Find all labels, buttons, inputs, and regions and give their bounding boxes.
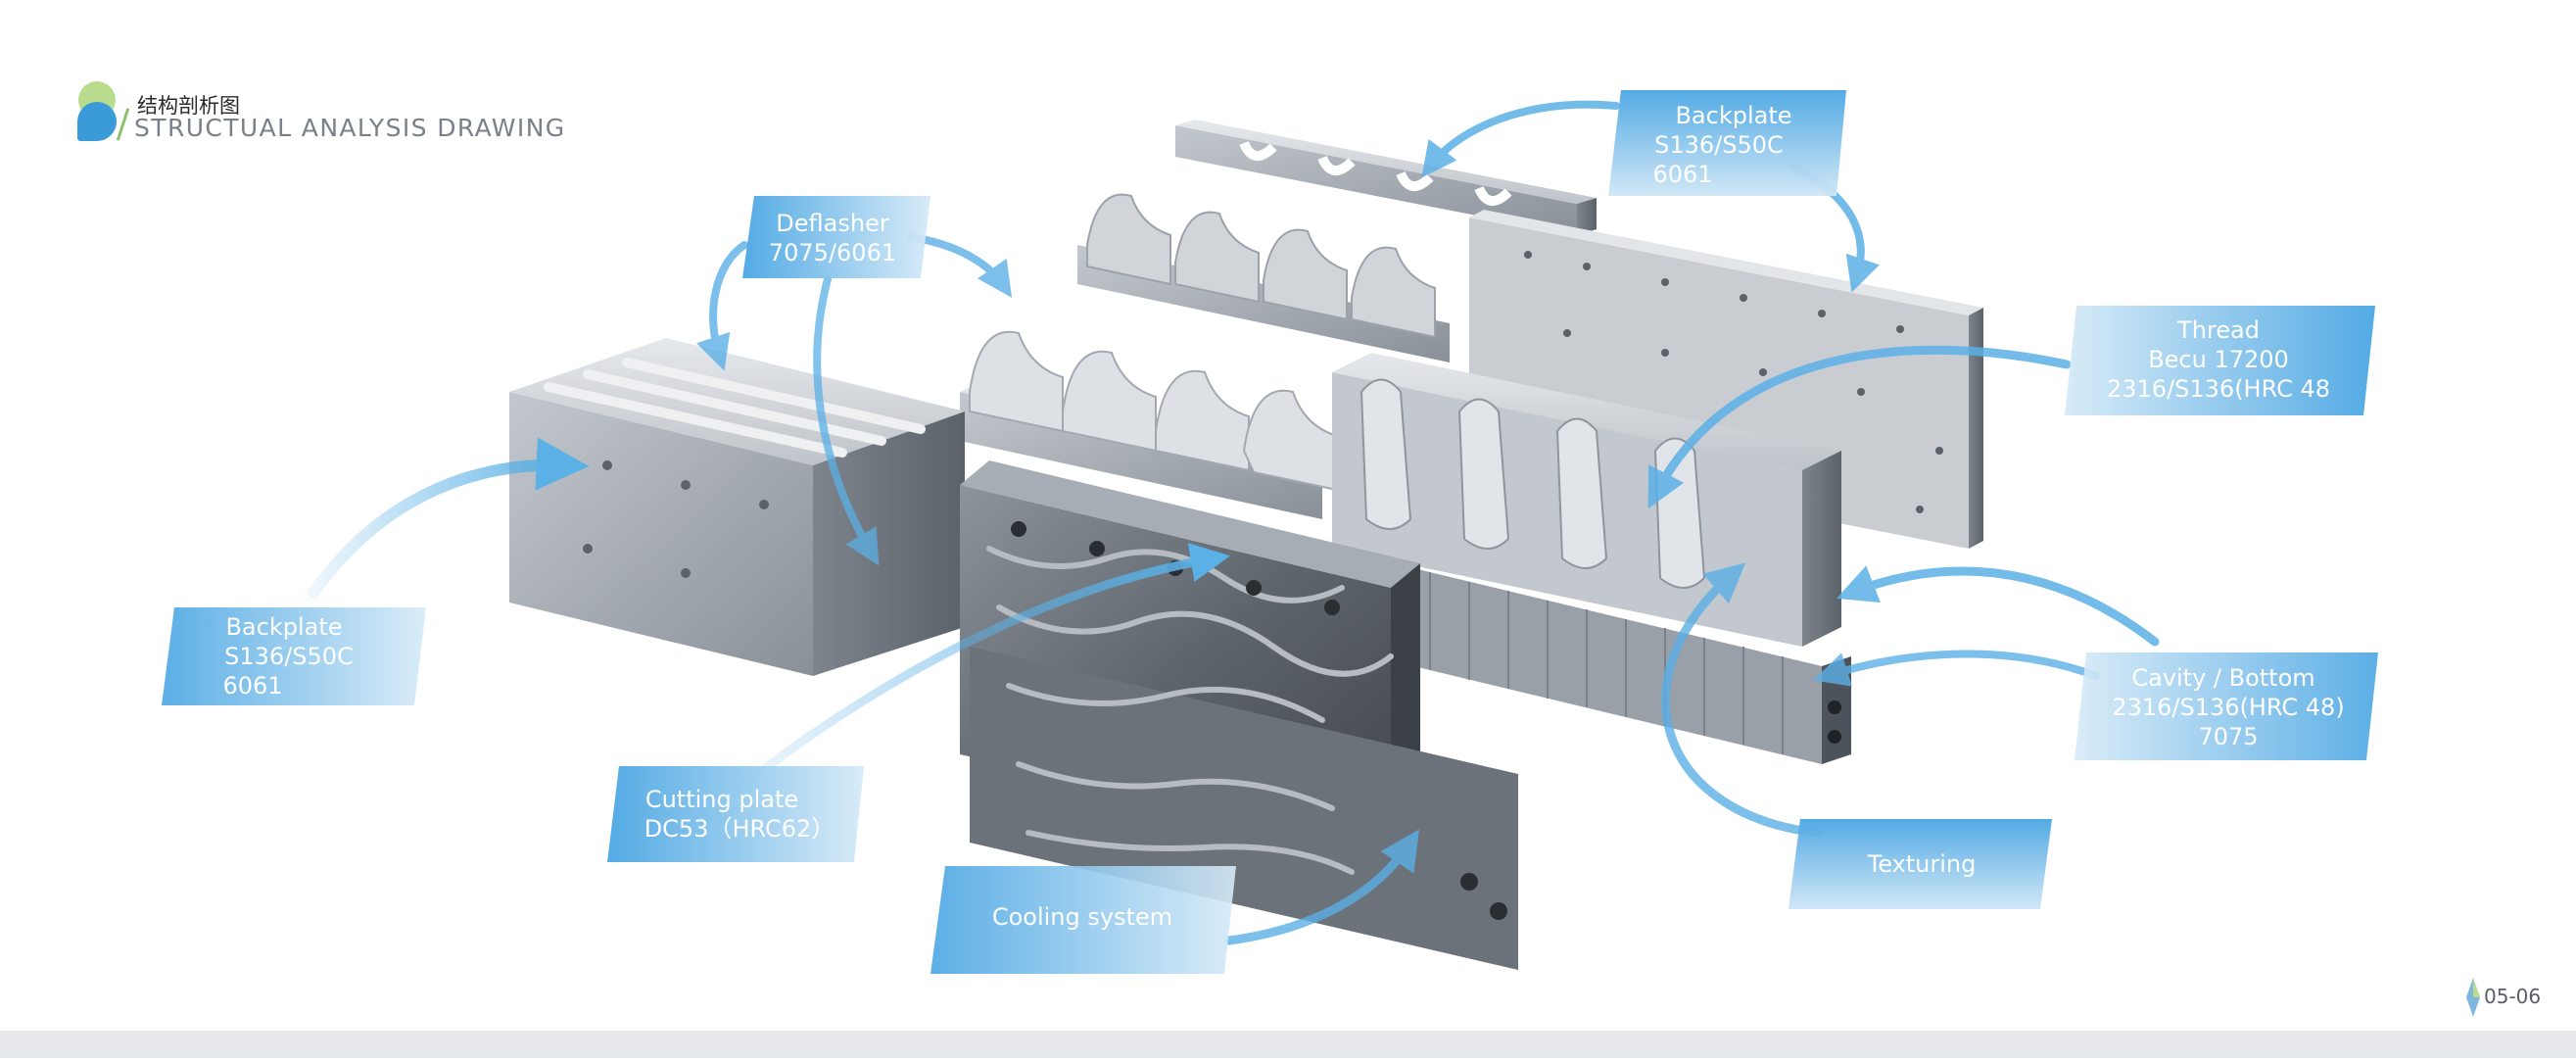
page-title-en: STRUCTUAL ANALYSIS DRAWING <box>134 114 566 142</box>
page-number: 05-06 <box>2484 985 2542 1008</box>
arrow-cavity-1 <box>1836 565 2160 647</box>
label-backplate-left: Backplate S136/S50C 6061 <box>162 607 426 705</box>
label-backplate-top: Backplate S136/S50C 6061 <box>1608 90 1846 196</box>
label-deflasher-line1: Deflasher <box>776 210 889 237</box>
arrow-cooling <box>1224 829 1419 945</box>
label-cavity-bottom-line3: 7075 <box>2198 723 2258 750</box>
arrow-texturing <box>1661 562 1822 838</box>
cooling-block <box>960 460 1518 970</box>
label-cutting-plate-line2: DC53（HRC62） <box>644 815 835 843</box>
top-backplate-bar <box>1175 120 1597 235</box>
arrow-cavity-2 <box>1813 650 2100 687</box>
deflasher-upper <box>1077 193 1450 362</box>
label-texturing-line1: Texturing <box>1867 850 1977 878</box>
label-backplate-top-line1: Backplate <box>1675 102 1791 129</box>
label-deflasher-line2: 7075/6061 <box>769 239 896 266</box>
labels: Backplate S136/S50C 6061 Deflasher 7075/… <box>162 90 2378 974</box>
page-marker-icon <box>2466 978 2480 1017</box>
label-cooling-system: Cooling system <box>930 866 1236 974</box>
label-backplate-left-line3: 6061 <box>222 672 282 700</box>
label-backplate-top-line2: S136/S50C <box>1654 131 1784 159</box>
label-deflasher: Deflasher 7075/6061 <box>742 196 930 278</box>
label-cooling-system-line1: Cooling system <box>992 903 1172 931</box>
deflasher-lower <box>960 330 1338 519</box>
arrow-cutting-plate <box>739 543 1230 789</box>
label-cutting-plate: Cutting plate DC53（HRC62） <box>607 766 864 862</box>
label-backplate-left-line2: S136/S50C <box>224 643 354 670</box>
logo-drop-icon <box>77 102 117 141</box>
arrow-backplate-left <box>308 437 590 599</box>
label-backplate-left-line1: Backplate <box>225 613 342 641</box>
page-title-cn: 结构剖析图 <box>137 94 240 118</box>
cavity-block <box>1332 353 1851 764</box>
label-thread-line1: Thread <box>2176 316 2260 344</box>
arrow-deflasher-right <box>907 233 1013 298</box>
arrow-backplate-top-left <box>1421 100 1620 178</box>
footer-band <box>0 1031 2576 1058</box>
label-cavity-bottom: Cavity / Bottom 2316/S136(HRC 48) 7075 <box>2075 652 2378 760</box>
left-frame <box>509 338 965 676</box>
arrow-deflasher-left <box>696 241 748 371</box>
arrow-thread <box>1647 345 2072 509</box>
arrow-deflasher-down <box>813 275 880 566</box>
label-thread: Thread Becu 17200 2316/S136(HRC 48 <box>2065 306 2375 415</box>
label-texturing: Texturing <box>1789 819 2052 909</box>
label-thread-line3: 2316/S136(HRC 48 <box>2107 375 2330 403</box>
label-thread-line2: Becu 17200 <box>2148 346 2289 373</box>
label-cavity-bottom-line2: 2316/S136(HRC 48) <box>2112 694 2344 721</box>
label-cavity-bottom-line1: Cavity / Bottom <box>2131 664 2314 692</box>
label-cutting-plate-line1: Cutting plate <box>645 786 798 813</box>
label-backplate-top-line3: 6061 <box>1652 161 1712 188</box>
